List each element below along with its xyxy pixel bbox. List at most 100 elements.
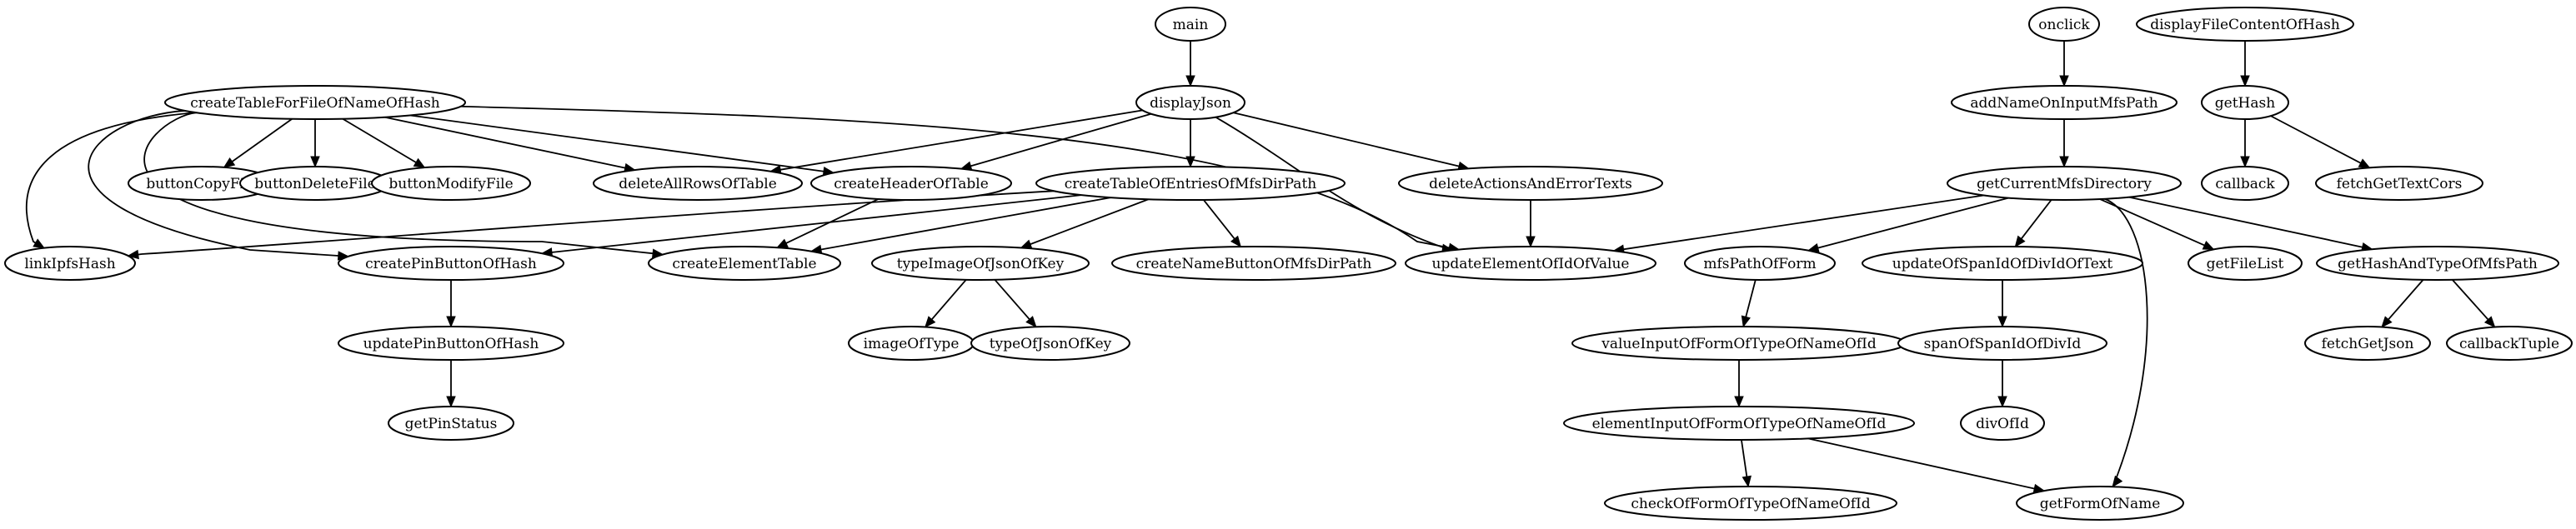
edge-createTableForFileOfNameOfHash-to-deleteAllRowsOfTable	[384, 116, 636, 173]
edge-getCurrentMfsDirectory-to-getFileList	[2099, 198, 2215, 250]
node-ellipse	[338, 326, 564, 361]
node-callback: callback	[2201, 166, 2289, 201]
node-ellipse	[1960, 406, 2045, 441]
node-label: spanOfSpanIdOfDivId	[1924, 336, 2082, 352]
edge-createTableForFileOfNameOfHash-to-linkIpfsHash	[26, 112, 197, 249]
arrowhead	[1741, 315, 1751, 328]
arrowhead	[2483, 316, 2496, 328]
node-main: main	[1155, 7, 1226, 42]
node-fetchGetTextCors: fetchGetTextCors	[2315, 166, 2483, 201]
edge-getCurrentMfsDirectory-to-updateOfSpanIdOfDivIdOfText	[2014, 199, 2052, 248]
node-label: getFormOfName	[2040, 496, 2161, 512]
node-onclick: onclick	[2028, 7, 2100, 42]
node-label: main	[1173, 17, 1209, 33]
node-label: typeOfJsonOfKey	[990, 336, 1112, 352]
edge-getHashAndTypeOfMfsPath-to-fetchGetJson	[2381, 279, 2424, 328]
node-ellipse	[2028, 7, 2100, 42]
edge-line	[2128, 196, 2364, 248]
arrowhead	[2358, 158, 2371, 168]
node-ellipse	[2316, 246, 2559, 281]
edge-getCurrentMfsDirectory-to-getFormOfName	[2104, 197, 2148, 488]
node-ellipse	[1951, 85, 2178, 120]
node-label: getHash	[2215, 95, 2275, 112]
edge-line	[2386, 279, 2424, 322]
node-typeImageOfJsonOfKey: typeImageOfJsonOfKey	[871, 246, 1090, 281]
node-label: createPinButtonOfHash	[365, 256, 537, 272]
node-ellipse	[1111, 246, 1396, 281]
arrowhead	[310, 156, 320, 168]
edge-updatePinButtonOfHash-to-getPinStatus	[446, 359, 456, 408]
edge-line	[1028, 198, 1149, 246]
node-updatePinButtonOfHash: updatePinButtonOfHash	[338, 326, 564, 361]
node-label: linkIpfsHash	[24, 256, 115, 272]
node-ellipse	[1563, 406, 1915, 441]
node-deleteActionsAndErrorTexts: deleteActionsAndErrorTexts	[1398, 166, 1663, 201]
node-imageOfType: imageOfType	[848, 326, 975, 361]
node-label: createNameButtonOfMfsDirPath	[1136, 256, 1372, 272]
node-label: callbackTuple	[2459, 336, 2559, 352]
node-createElementTable: createElementTable	[648, 246, 841, 281]
node-label: mfsPathOfForm	[1703, 256, 1816, 272]
node-ellipse	[338, 246, 564, 281]
edge-line	[2099, 198, 2207, 247]
node-label: valueInputOfFormOfTypeOfNameOfId	[1601, 336, 1877, 352]
edge-deleteActionsAndErrorTexts-to-updateElementOfIdOfValue	[1526, 200, 1536, 248]
edge-displayJson-to-createTableOfEntriesOfMfsDirPath	[1185, 119, 1195, 168]
node-typeOfJsonOfKey: typeOfJsonOfKey	[970, 326, 1130, 361]
node-label: createElementTable	[672, 256, 816, 272]
edge-line	[1744, 279, 1757, 319]
node-label: getPinStatus	[405, 416, 498, 432]
edge-line	[342, 117, 418, 164]
node-ellipse	[4, 246, 136, 281]
node-label: createTableForFileOfNameOfHash	[190, 95, 440, 112]
node-ellipse	[1035, 166, 1346, 201]
edge-main-to-displayJson	[1185, 41, 1195, 87]
node-ellipse	[593, 166, 803, 201]
node-ellipse	[1684, 246, 1836, 281]
arrowhead	[223, 157, 236, 168]
edge-valueInputOfFormOfTypeOfNameOfId-to-elementInputOfFormOfTypeOfNameOfId	[1734, 360, 1744, 408]
node-label: callback	[2215, 176, 2275, 192]
node-label: createTableOfEntriesOfMfsDirPath	[1065, 176, 1317, 192]
edge-line	[778, 109, 1143, 171]
edge-line	[1816, 197, 2009, 250]
node-ellipse	[1604, 486, 1897, 521]
arrowhead	[2014, 235, 2026, 248]
node-label: displayJson	[1150, 95, 1231, 112]
edge-line	[2452, 279, 2490, 322]
arrowhead	[1742, 475, 1752, 488]
node-mfsPathOfForm: mfsPathOfForm	[1684, 246, 1836, 281]
edge-getCurrentMfsDirectory-to-updateElementOfIdOfValue	[1612, 194, 1984, 254]
edge-line	[460, 105, 1451, 249]
node-label: getFileList	[2207, 256, 2284, 272]
edge-line	[1233, 112, 1461, 167]
node-ellipse	[2315, 166, 2483, 201]
edge-line	[2270, 115, 2363, 165]
node-createTableOfEntriesOfMfsDirPath: createTableOfEntriesOfMfsDirPath	[1035, 166, 1346, 201]
node-linkIpfsHash: linkIpfsHash	[4, 246, 136, 281]
edge-createHeaderOfTable-to-createElementTable	[776, 198, 880, 248]
node-checkOfFormOfTypeOfNameOfId: checkOfFormOfTypeOfNameOfId	[1604, 486, 1897, 521]
arrowhead	[2240, 156, 2250, 168]
node-elementInputOfFormOfTypeOfNameOfId: elementInputOfFormOfTypeOfNameOfId	[1563, 406, 1915, 441]
arrowhead	[1997, 396, 2007, 408]
arrowhead	[2381, 316, 2393, 328]
arrowhead	[446, 396, 456, 408]
node-label: buttonCopyFile	[146, 176, 257, 192]
arrowhead	[776, 238, 789, 248]
edge-getCurrentMfsDirectory-to-getHashAndTypeOfMfsPath	[2128, 196, 2373, 252]
node-label: imageOfType	[864, 336, 960, 352]
node-label: createHeaderOfTable	[834, 176, 989, 192]
edge-line	[88, 110, 340, 257]
edge-createTableForFileOfNameOfHash-to-buttonCopyFile	[223, 118, 293, 168]
node-deleteAllRowsOfTable: deleteAllRowsOfTable	[593, 166, 803, 201]
edge-createTableOfEntriesOfMfsDirPath-to-createElementTable	[809, 197, 1111, 255]
edge-updateOfSpanIdOfDivIdOfText-to-spanOfSpanIdOfDivId	[1997, 280, 2007, 328]
node-createNameButtonOfMfsDirPath: createNameButtonOfMfsDirPath	[1111, 246, 1396, 281]
node-displayFileContentOfHash: displayFileContentOfHash	[2136, 7, 2354, 42]
edge-line	[930, 279, 967, 322]
node-ellipse	[1947, 166, 2182, 201]
node-label: updatePinButtonOfHash	[363, 336, 539, 352]
edge-createPinButtonOfHash-to-updatePinButtonOfHash	[446, 279, 456, 328]
node-ellipse	[1398, 166, 1663, 201]
